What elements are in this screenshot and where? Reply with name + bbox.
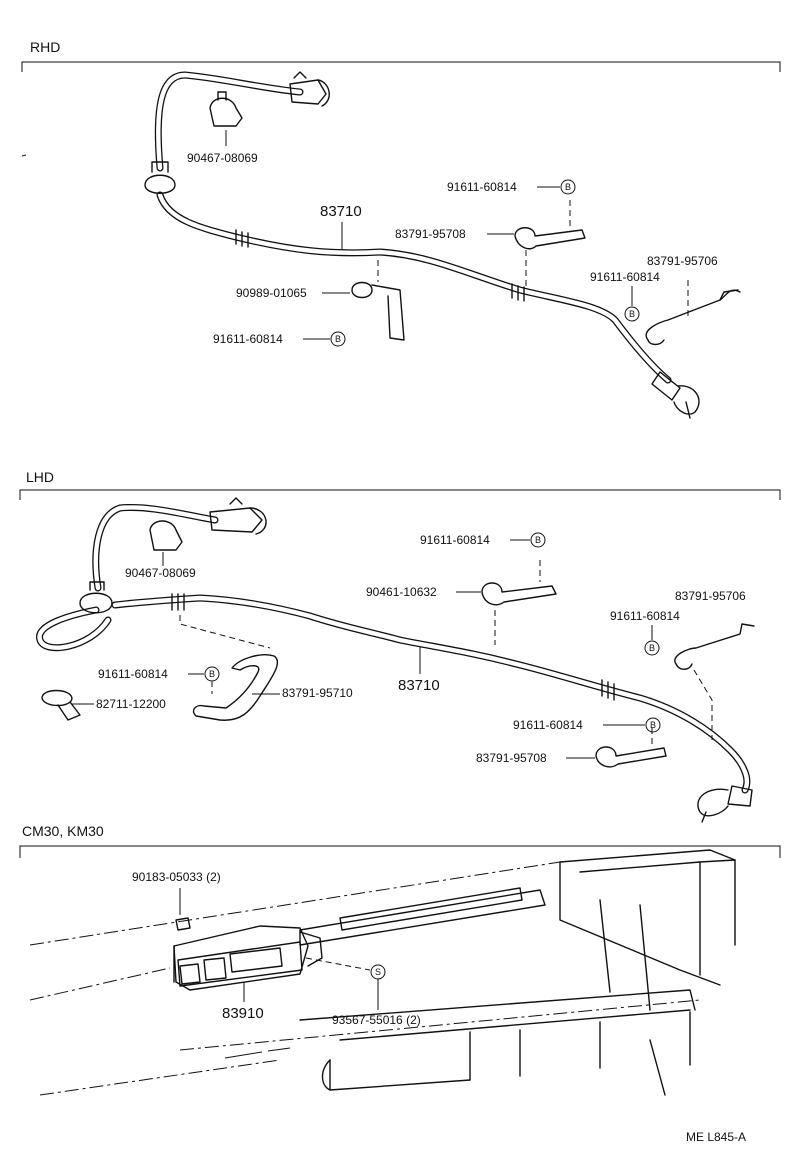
section-bracket-lhd	[19, 489, 781, 500]
lhd-label-91611-d: 91611-60814	[513, 718, 583, 732]
section-bracket-cm30	[19, 845, 781, 858]
lhd-cable-assembly	[36, 497, 755, 823]
rhd-label-cable-83710: 83710	[320, 203, 362, 220]
bolt-marker	[330, 331, 346, 347]
bolt-marker	[560, 179, 576, 195]
rhd-label-90989: 90989-01065	[236, 286, 307, 300]
lhd-label-83791-95706: 83791-95706	[675, 589, 746, 603]
rhd-label-91611-b: 91611-60814	[590, 270, 660, 284]
svg-text:B: B	[209, 669, 215, 679]
rhd-label-83791-95706: 83791-95706	[647, 254, 718, 268]
rhd-cable-assembly	[144, 71, 741, 419]
lhd-label-cable-83710: 83710	[398, 677, 440, 694]
cm-label-meter-83910: 83910	[222, 1005, 264, 1022]
lhd-label-91611-c: 91611-60814	[98, 667, 168, 681]
lhd-label-83791-95708: 83791-95708	[476, 751, 547, 765]
svg-text:B: B	[649, 643, 655, 653]
bolt-marker	[644, 640, 660, 656]
section-bracket-rhd	[21, 61, 781, 72]
svg-text:B: B	[335, 334, 341, 344]
lhd-label-91611-b: 91611-60814	[610, 609, 680, 623]
section-title-rhd: RHD	[30, 39, 60, 55]
lhd-label-82711: 82711-12200	[96, 697, 166, 711]
bolt-marker	[624, 306, 640, 322]
rhd-label-83791-95708: 83791-95708	[395, 227, 466, 241]
dashboard-illustration	[29, 849, 736, 1096]
svg-text:B: B	[650, 720, 656, 730]
svg-text:B: B	[629, 309, 635, 319]
rhd-label-90467: 90467-08069	[187, 151, 258, 165]
cm-label-90183: 90183-05033 (2)	[132, 870, 221, 884]
svg-text:S: S	[375, 967, 381, 977]
bolt-marker	[645, 717, 661, 733]
svg-text:B: B	[535, 535, 541, 545]
lhd-label-83791-95710: 83791-95710	[282, 686, 353, 700]
rhd-label-91611-c: 91611-60814	[213, 332, 283, 346]
rhd-label-91611-a: 91611-60814	[447, 180, 517, 194]
lhd-label-90467: 90467-08069	[125, 566, 196, 580]
lhd-label-90461: 90461-10632	[366, 585, 437, 599]
cm-label-93567: 93567-55016 (2)	[332, 1013, 421, 1027]
section-title-cm30: CM30, KM30	[22, 823, 104, 839]
lhd-label-91611-a: 91611-60814	[420, 533, 490, 547]
section-title-lhd: LHD	[26, 469, 54, 485]
diagram-code: ME L845-A	[686, 1130, 746, 1144]
svg-text:B: B	[565, 182, 571, 192]
bolt-marker	[530, 532, 546, 548]
